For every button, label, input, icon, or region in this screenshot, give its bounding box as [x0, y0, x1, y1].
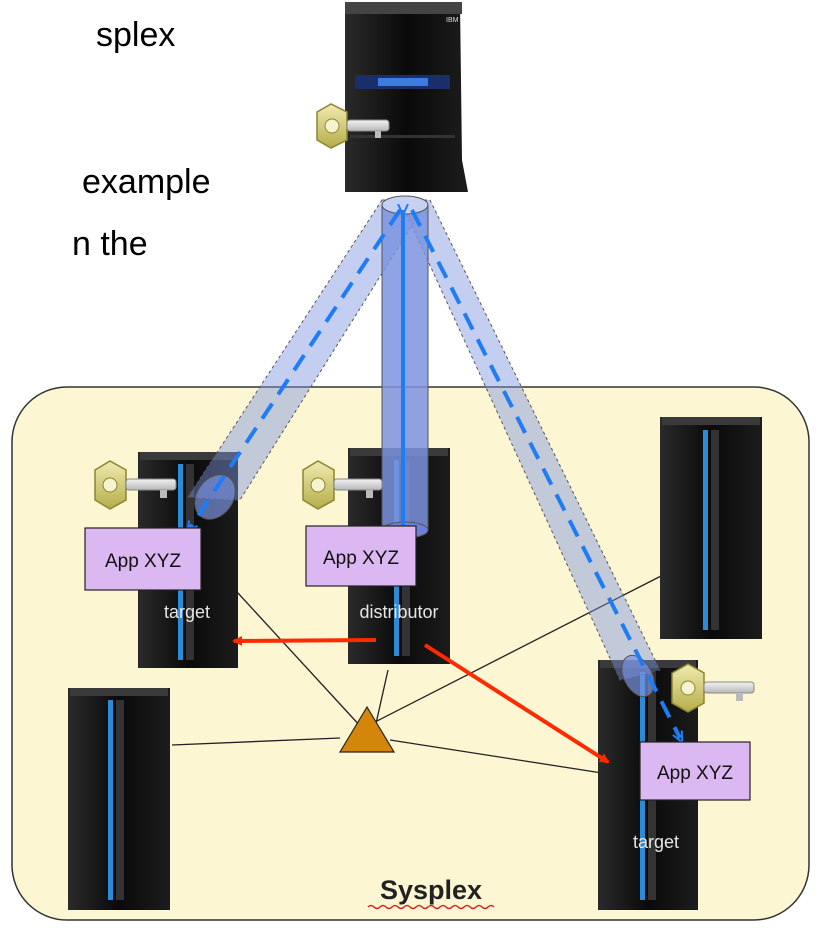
key-icon: [316, 103, 390, 149]
network-links: [171, 574, 664, 774]
svg-text:IBM: IBM: [446, 17, 459, 24]
slide-text-line-3: n the: [72, 225, 148, 263]
app-label: App XYZ: [657, 763, 733, 784]
role-label-target: target: [164, 602, 210, 622]
key-icon: [671, 663, 755, 713]
app-label: App XYZ: [105, 551, 181, 572]
client-server-icon: IBM: [345, 2, 468, 192]
spellcheck-underline: [367, 904, 495, 910]
connection-arrows: [190, 210, 680, 738]
role-label-target: target: [633, 832, 679, 852]
key-icon: [94, 460, 177, 510]
app-label: App XYZ: [323, 548, 399, 569]
app-box-left: App XYZ: [84, 527, 202, 591]
coupling-facility-triangle: [338, 705, 396, 753]
app-box-center: App XYZ: [305, 525, 417, 587]
server-icon: [660, 417, 762, 639]
slide-text-line-2: example: [82, 163, 211, 201]
role-label-distributor: distributor: [359, 602, 438, 622]
slide-text-line-1: splex: [96, 16, 176, 54]
sysplex-label: Sysplex: [380, 875, 482, 905]
app-box-right: App XYZ: [639, 741, 751, 801]
server-icon: [68, 688, 170, 910]
routing-arrows: [232, 635, 610, 764]
key-icon: [302, 460, 383, 510]
